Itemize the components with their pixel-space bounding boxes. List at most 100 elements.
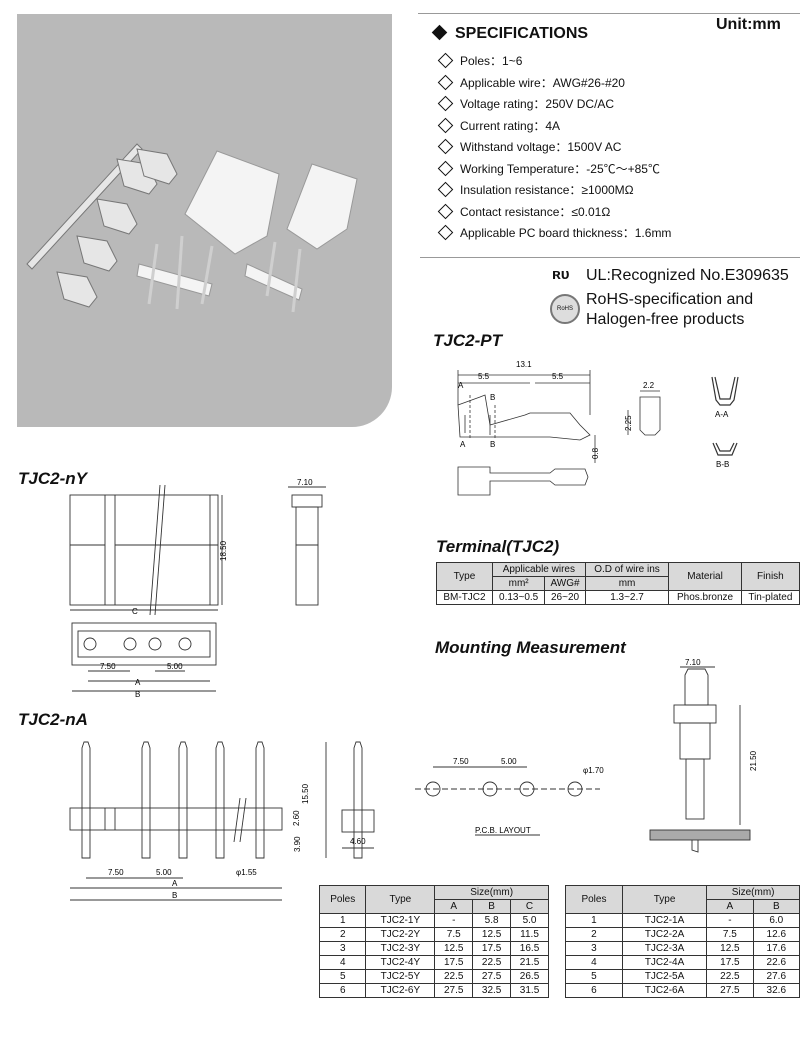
pt-dim-length: 13.1: [516, 360, 532, 369]
na-dim-width: 4.60: [350, 837, 366, 846]
diamond-icon: [431, 24, 448, 41]
na-dim-a: A: [172, 879, 178, 888]
product-photo: [17, 14, 392, 427]
y-header-size: Size(mm): [434, 885, 549, 900]
spec-item: Applicable wire：AWG#26-#20: [437, 73, 671, 95]
y-header-type: Type: [365, 885, 436, 914]
pt-section-b-bottom: B: [490, 440, 495, 449]
diamond-outline-icon: [437, 203, 454, 220]
pt-section-b: B: [490, 393, 495, 402]
rohs-badge-icon: RoHS: [550, 294, 580, 324]
pt-section-a: A: [458, 381, 464, 390]
pt-title: TJC2-PT: [433, 331, 502, 350]
spec-item: Voltage rating：250V DC/AC: [437, 94, 671, 116]
diamond-outline-icon: [437, 225, 454, 241]
terminal-header-mm2: mm²: [491, 576, 546, 591]
terminal-header-type: Type: [436, 562, 493, 591]
pt-dim-thickness: 0.8: [591, 447, 600, 459]
na-dim-height: 15.50: [301, 783, 310, 804]
spec-list: Poles：1~6 Applicable wire：AWG#26-#20 Vol…: [437, 51, 671, 245]
na-title: TJC2-nA: [18, 710, 88, 729]
pt-label-bb: B-B: [716, 460, 729, 469]
na-dim-h3: 3.90: [293, 836, 302, 852]
diamond-outline-icon: [437, 96, 454, 112]
na-dim-pin: φ1.55: [236, 868, 257, 877]
ul-text: UL:Recognized No.E309635: [586, 267, 789, 284]
spec-header: SPECIFICATIONS: [431, 24, 588, 43]
pt-dim-width: 2.2: [643, 381, 655, 390]
na-drawing: 15.50 2.60 3.90 4.60 7.50 5.00 φ1.55 A B: [69, 741, 375, 901]
ny-title: TJC2-nY: [18, 469, 87, 488]
diamond-outline-icon: [437, 53, 454, 69]
spec-item: Contact resistance：≤0.01Ω: [437, 202, 671, 224]
mounting-drawing: 7.10 21.50: [649, 658, 758, 853]
connector-parts-illustration: [26, 143, 358, 313]
na-dim-b: B: [172, 891, 177, 900]
pt-drawing: 13.1 5.5 5.5 A B A B 2.2 2.25 0.8 A-A B-…: [457, 360, 739, 496]
rohs-text-1: RoHS-specification and: [586, 291, 754, 308]
ny-dim-b: B: [135, 690, 140, 699]
ul-logo-icon: ʀᴜ: [552, 266, 570, 283]
spec-divider: [420, 257, 800, 258]
a-header-type: Type: [621, 885, 708, 914]
unit-label: Unit:mm: [716, 16, 781, 33]
pcb-dim-pitch1: 7.50: [453, 757, 469, 766]
ny-dim-height: 18.50: [219, 540, 228, 561]
terminal-header-material: Material: [668, 562, 742, 591]
pcb-dim-hole: φ1.70: [583, 766, 604, 775]
na-dim-pitch1: 7.50: [108, 868, 124, 877]
a-header-poles: Poles: [565, 885, 623, 914]
diamond-outline-icon: [437, 74, 454, 91]
ny-dim-c: C: [132, 607, 138, 616]
a-header-size: Size(mm): [706, 885, 800, 900]
na-dim-h2: 2.60: [292, 810, 301, 826]
ny-dim-a: A: [135, 678, 141, 687]
pt-dim-front: 5.5: [478, 372, 490, 381]
diamond-outline-icon: [437, 182, 454, 198]
na-dim-pitch2: 5.00: [156, 868, 172, 877]
top-divider: [418, 13, 800, 14]
spec-item: Withstand voltage：1500V AC: [437, 137, 671, 159]
terminal-header-mm: mm: [584, 576, 670, 591]
pcb-dim-pitch2: 5.00: [501, 757, 517, 766]
diamond-outline-icon: [437, 139, 454, 155]
pt-label-aa: A-A: [715, 410, 729, 419]
pcb-layout-drawing: 7.50 5.00 φ1.70 P.C.B. LAYOUT: [415, 757, 604, 836]
pcb-label: P.C.B. LAYOUT: [475, 826, 531, 835]
spec-item: Current rating：4A: [437, 116, 671, 138]
terminal-header-finish: Finish: [740, 562, 800, 591]
pt-section-a-bottom: A: [460, 440, 466, 449]
y-header-poles: Poles: [318, 885, 367, 914]
ny-dim-width: 7.10: [297, 478, 313, 487]
mount-dim-height: 21.50: [749, 750, 758, 771]
terminal-header-od: O.D of wire ins: [584, 562, 670, 577]
table-row: BM-TJC2 0.13~0.5 26~20 1.3~2.7 Phos.bron…: [436, 590, 800, 605]
ny-dim-pitch1: 7.50: [100, 662, 116, 671]
terminal-header-wires: Applicable wires: [491, 562, 586, 577]
spec-item: Poles：1~6: [437, 51, 671, 73]
diamond-outline-icon: [437, 117, 454, 134]
diamond-outline-icon: [437, 160, 454, 177]
rohs-text-2: Halogen-free products: [586, 311, 745, 328]
terminal-table: Type Applicable wires O.D of wire ins Ma…: [436, 562, 800, 605]
pt-dim-height: 2.25: [624, 415, 633, 431]
mounting-title: Mounting Measurement: [435, 638, 626, 657]
spec-item: Applicable PC board thickness：1.6mm: [437, 223, 671, 245]
pt-dim-rear: 5.5: [552, 372, 564, 381]
terminal-title: Terminal(TJC2): [436, 537, 560, 556]
mount-dim-width: 7.10: [685, 658, 701, 667]
